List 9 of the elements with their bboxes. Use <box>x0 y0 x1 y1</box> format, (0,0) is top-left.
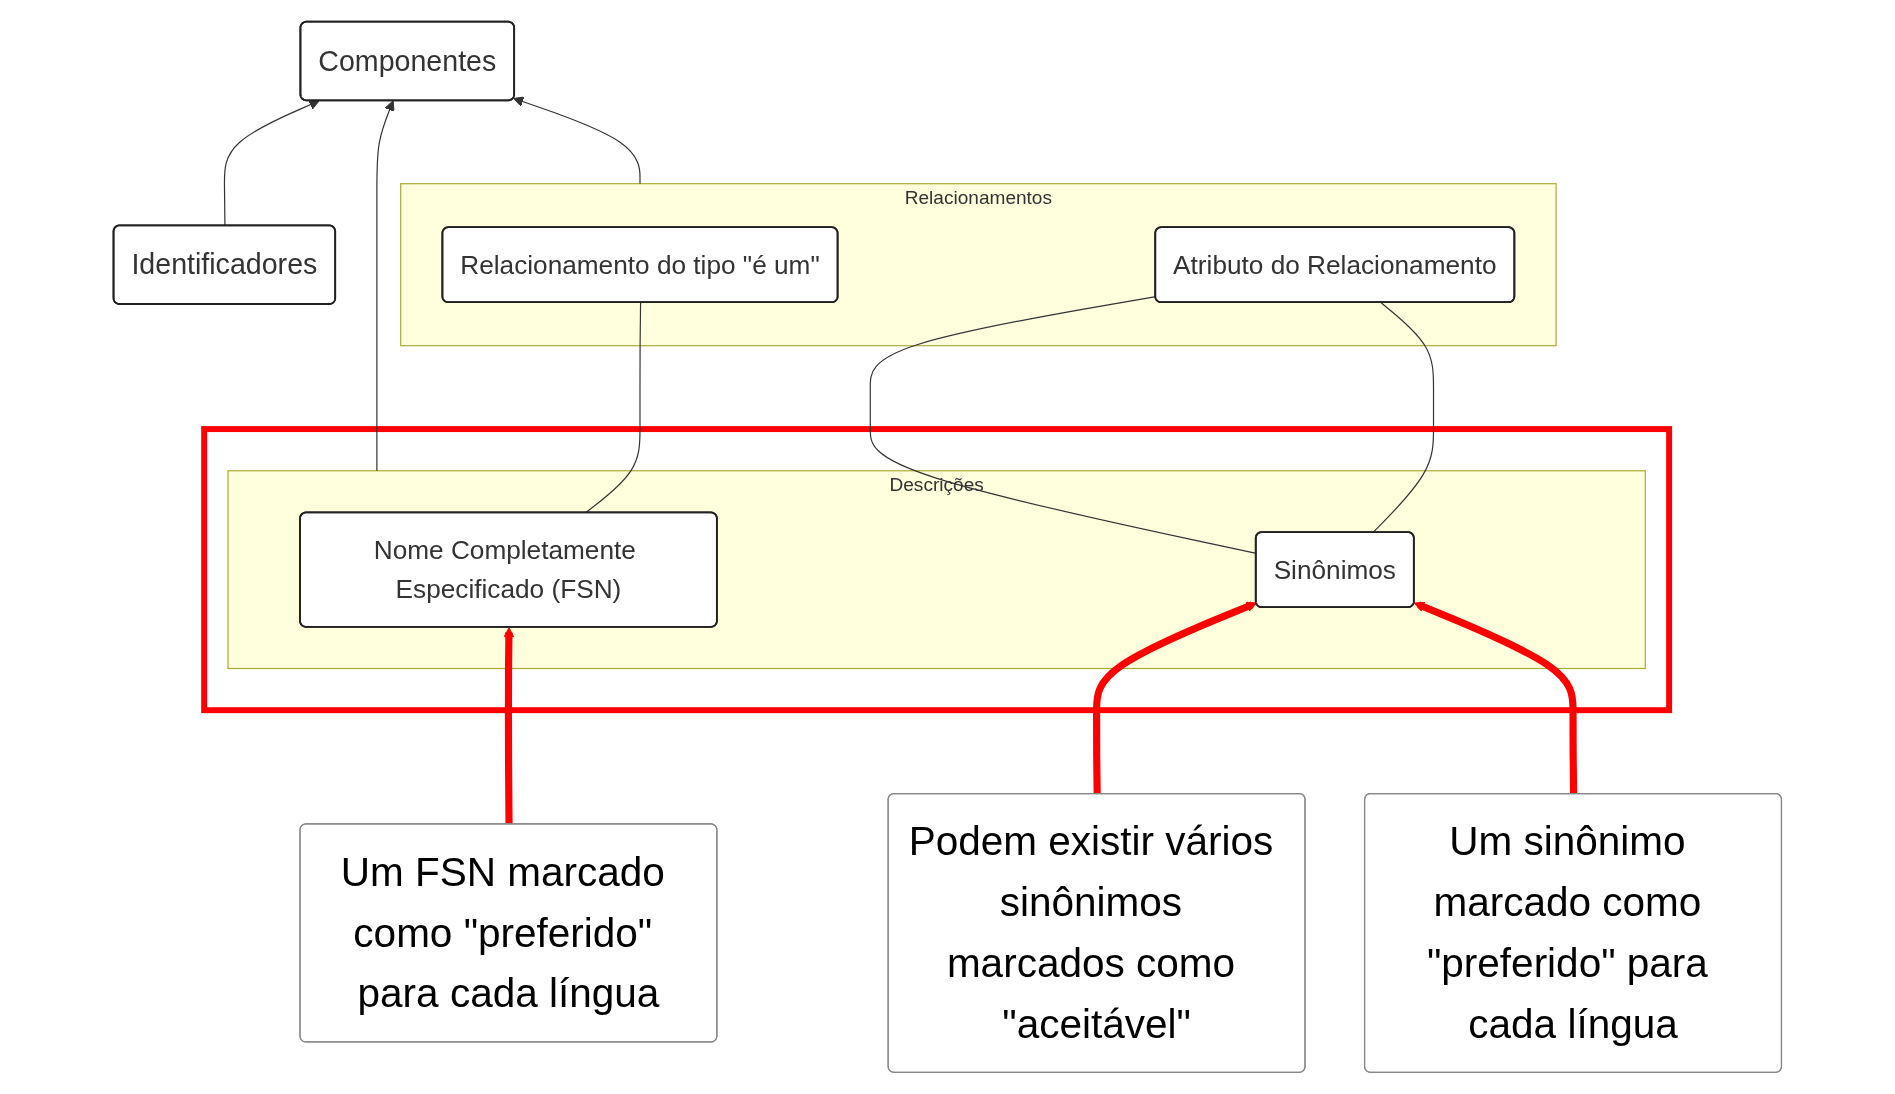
arrow <box>1413 601 1578 795</box>
connector <box>1372 302 1435 534</box>
arrow <box>223 99 320 227</box>
connector <box>584 302 642 514</box>
arrow <box>503 626 515 825</box>
arrow <box>513 96 641 185</box>
arrow <box>376 100 395 472</box>
cluster <box>201 426 1673 714</box>
arrow <box>1093 601 1257 795</box>
